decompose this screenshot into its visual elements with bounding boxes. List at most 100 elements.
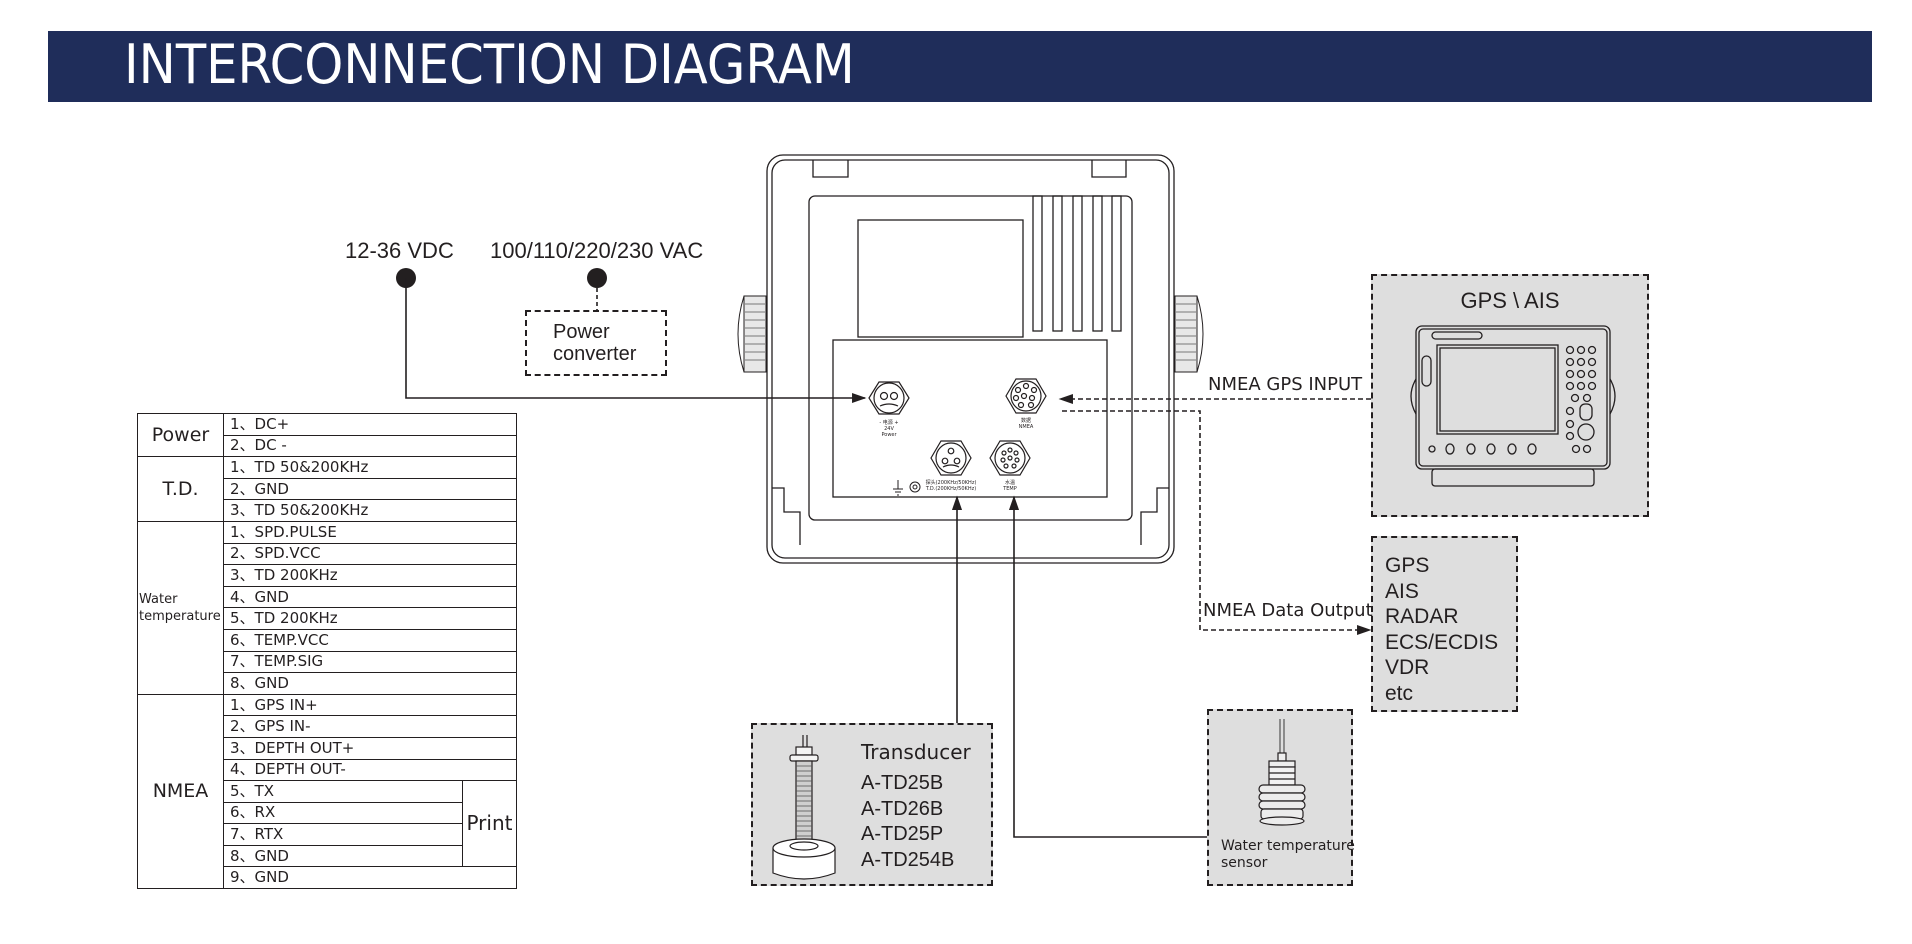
list-item: GPS bbox=[1385, 554, 1430, 577]
ground-icon bbox=[893, 480, 903, 496]
pin-cell: 6、RX bbox=[223, 801, 463, 825]
list-item: A-TD25B bbox=[861, 772, 944, 794]
pin-cell: 2、GPS IN- bbox=[223, 715, 517, 738]
power-connector-label-1: - 电源 + bbox=[879, 419, 898, 426]
group-print: Print bbox=[461, 780, 518, 868]
connector-plate bbox=[832, 339, 1108, 498]
bracket-knob-left[interactable] bbox=[737, 295, 767, 373]
device-side-recess-right bbox=[1140, 487, 1169, 545]
power-converter-box: Power converter bbox=[525, 310, 667, 376]
pin-cell: 3、TD 200KHz bbox=[223, 564, 517, 587]
list-item: VDR bbox=[1385, 656, 1430, 679]
pin-cell: 8、GND bbox=[223, 672, 517, 695]
pin-cell: 3、TD 50&200KHz bbox=[223, 499, 517, 522]
temp-connector-label-1: 水温 bbox=[1005, 479, 1015, 486]
group-water-temperature: Water temperature bbox=[137, 520, 224, 695]
list-item: RADAR bbox=[1385, 605, 1459, 628]
transducer-icon bbox=[772, 735, 836, 880]
transducer-box: Transducer A-TD25B A-TD26B A-TD25P A-TD2… bbox=[751, 723, 993, 886]
pin-assignment-table: Power 1、DC+ 2、DC - T.D. 1、TD 50&200KHz 2… bbox=[137, 412, 518, 890]
pin-cell: 5、TX bbox=[223, 780, 463, 803]
temp-connector-label-2: TEMP bbox=[1002, 486, 1017, 492]
list-item: A-TD26B bbox=[861, 797, 944, 820]
water-temp-sensor-label-2: sensor bbox=[1221, 855, 1268, 871]
device-inner-panel bbox=[808, 195, 1133, 521]
power-connector[interactable] bbox=[868, 381, 910, 415]
td-connector[interactable] bbox=[930, 440, 972, 476]
ac-voltage-label: 100/110/220/230 VAC bbox=[490, 238, 704, 263]
group-water-temperature-line1: Water bbox=[139, 591, 178, 607]
nmea-connector-label-2: NMEA bbox=[1019, 424, 1034, 430]
table-row: 3、DEPTH OUT+ bbox=[138, 736, 517, 760]
dc-power-line bbox=[405, 278, 867, 404]
group-power: Power bbox=[137, 412, 224, 458]
pin-cell: 1、TD 50&200KHz bbox=[223, 456, 517, 479]
list-item: etc bbox=[1385, 681, 1414, 705]
td-connector-label-1: 探头(200KHz/50KHz) bbox=[926, 479, 977, 486]
table-row: T.D. 1、TD 50&200KHz bbox=[137, 456, 517, 522]
vent-slot bbox=[1032, 195, 1043, 332]
pin-cell: 4、GND bbox=[223, 585, 517, 609]
list-item: ECS/ECDIS bbox=[1385, 630, 1499, 654]
power-connector-label-3: Power bbox=[881, 432, 897, 438]
group-nmea: NMEA bbox=[137, 693, 224, 890]
nmea-data-output-label: NMEA Data Output bbox=[1203, 600, 1373, 621]
table-row: 2、SPD.VCC bbox=[138, 542, 517, 566]
water-temp-sensor-box: Water temperature sensor bbox=[1207, 709, 1355, 886]
bracket-knob-right[interactable] bbox=[1174, 295, 1204, 373]
group-td: T.D. bbox=[137, 456, 224, 522]
table-row: NMEA 1、GPS IN+ bbox=[137, 693, 517, 890]
pin-cell: 4、DEPTH OUT- bbox=[223, 758, 517, 782]
table-row: 9、GND bbox=[138, 866, 517, 890]
power-converter-label-2: converter bbox=[553, 343, 637, 365]
table-row: 6、RX bbox=[138, 801, 517, 825]
transducer-title: Transducer bbox=[861, 740, 971, 764]
dc-voltage-label: 12-36 VDC bbox=[345, 238, 454, 263]
pin-cell: 2、SPD.VCC bbox=[223, 542, 517, 566]
pin-cell: 2、GND bbox=[223, 477, 517, 501]
ground-screw-icon bbox=[909, 481, 921, 493]
pin-cell: 1、SPD.PULSE bbox=[223, 520, 517, 544]
vent-slot bbox=[1092, 195, 1103, 332]
table-row: Water temperature 1、SPD.PULSE bbox=[137, 520, 517, 695]
device-notch-right bbox=[1091, 160, 1127, 178]
device-notch-left bbox=[812, 160, 849, 178]
nmea-gps-input-label: NMEA GPS INPUT bbox=[1208, 374, 1363, 395]
device-outer-shell bbox=[766, 154, 1175, 564]
list-item: A-TD25P bbox=[861, 823, 944, 845]
water-temp-sensor-icon bbox=[1258, 719, 1306, 826]
table-row: Power 1、DC+ bbox=[137, 412, 517, 458]
nmea-output-targets-box: GPS AIS RADAR ECS/ECDIS VDR etc bbox=[1371, 536, 1518, 712]
nmea-output-targets-list: GPS AIS RADAR ECS/ECDIS VDR etc bbox=[1385, 553, 1498, 706]
gps-ais-title: GPS \ AIS bbox=[1460, 288, 1560, 313]
water-temp-sensor-label-1: Water temperature bbox=[1221, 838, 1355, 854]
title-bar bbox=[48, 31, 1872, 102]
list-item: A-TD254B bbox=[861, 848, 955, 871]
table-row: 2、GND bbox=[138, 477, 517, 501]
group-water-temperature-line2: temperature bbox=[139, 608, 221, 624]
pin-cell: 7、RTX bbox=[223, 823, 463, 846]
temp-connector[interactable] bbox=[989, 440, 1031, 476]
power-converter-label-1: Power bbox=[553, 321, 610, 343]
device-label-plate bbox=[857, 219, 1024, 338]
pin-cell: 3、DEPTH OUT+ bbox=[223, 736, 517, 760]
pin-cell: 1、GPS IN+ bbox=[223, 693, 517, 717]
pin-cell: 5、TD 200KHz bbox=[223, 607, 517, 630]
vent-slot bbox=[1072, 195, 1083, 332]
device-rear-panel bbox=[766, 154, 1175, 564]
nmea-data-output-line bbox=[1062, 410, 1372, 636]
vent-slot bbox=[1052, 195, 1063, 332]
pin-cell: 7、TEMP.SIG bbox=[223, 650, 517, 674]
table-row: 3、TD 200KHz bbox=[138, 564, 517, 587]
page-title: INTERCONNECTION DIAGRAM bbox=[124, 33, 855, 96]
pin-cell: 2、DC - bbox=[223, 434, 517, 458]
device-inner-shell bbox=[771, 159, 1170, 559]
nmea-connector-label-1: 数据 bbox=[1021, 417, 1031, 424]
device-side-recess-left bbox=[772, 487, 801, 545]
td-connector-label-2: T.D.(200KHz/50KHz) bbox=[925, 486, 976, 492]
nmea-connector[interactable] bbox=[1005, 378, 1047, 414]
pin-cell: 9、GND bbox=[223, 866, 517, 890]
chartplotter-icon bbox=[1410, 325, 1616, 487]
list-item: AIS bbox=[1385, 579, 1419, 603]
